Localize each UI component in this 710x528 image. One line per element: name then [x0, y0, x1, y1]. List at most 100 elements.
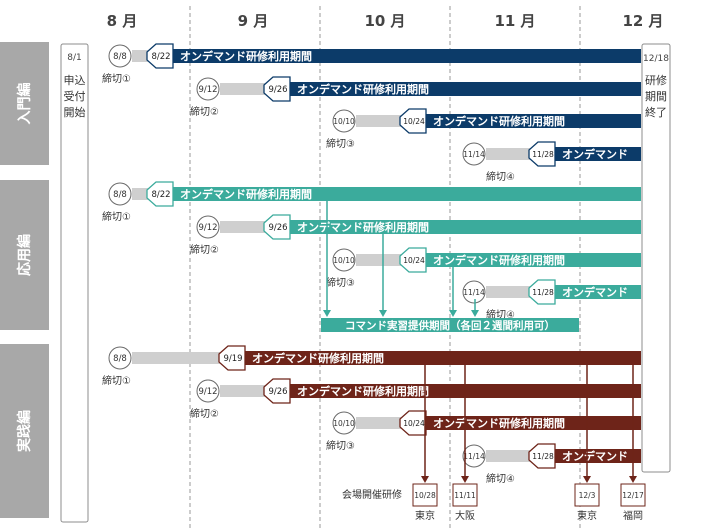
start-date: 8/8	[113, 190, 127, 200]
venue-date: 11/11	[454, 491, 476, 500]
section-label-0: 入門編	[0, 42, 49, 165]
section-band	[0, 344, 49, 518]
waiting-period-bar	[132, 188, 149, 200]
waiting-period-bar	[220, 221, 266, 233]
command-arrowhead-1	[379, 310, 387, 317]
application-start-marker	[462, 444, 486, 468]
venue-city: 東京	[415, 509, 435, 522]
study-period-label: オンデマンド研修利用期間	[433, 416, 565, 430]
section-band	[0, 42, 49, 165]
study-start-date: 10/24	[403, 117, 425, 126]
application-start-marker	[108, 182, 132, 206]
deadline-label: 締切③	[326, 137, 355, 150]
section-title: 実践編	[16, 410, 33, 452]
study-period-label: オンデマンド研修利用期間	[252, 351, 384, 365]
study-start-marker	[218, 345, 246, 371]
study-period-label: オンデマンド研修利用期間	[433, 114, 565, 128]
month-header-10: 10 月	[364, 12, 405, 30]
start-date: 9/12	[198, 85, 217, 95]
study-start-marker	[399, 247, 427, 273]
venue-date-box	[574, 483, 600, 507]
study-period-bar	[160, 49, 641, 63]
waiting-period-bar	[486, 450, 531, 462]
study-period-label: オンデマンド研修利用期間	[297, 220, 429, 234]
waiting-period-bar	[486, 286, 531, 298]
month-header-9: 9 月	[238, 12, 269, 30]
study-period-label: オンデマンド研修利用期間	[433, 253, 565, 267]
study-start-date: 9/19	[223, 354, 242, 364]
command-arrowhead-0	[323, 310, 331, 317]
venue-city: 大阪	[455, 509, 475, 522]
deadline-label: 締切②	[190, 243, 219, 256]
start-date: 10/10	[333, 256, 355, 265]
venue-city: 東京	[577, 509, 597, 522]
venue-date-box	[452, 483, 478, 507]
venue-arrowhead-3	[629, 476, 637, 483]
study-period-bar	[413, 253, 641, 267]
start-date: 11/14	[463, 452, 485, 461]
study-period-label: オンデマンド研修利用期間	[180, 49, 312, 63]
command-arrowhead-3	[471, 310, 479, 317]
study-period-bar	[277, 82, 641, 96]
application-start-marker	[462, 142, 486, 166]
application-start-marker	[108, 346, 132, 370]
waiting-period-bar	[356, 115, 402, 127]
deadline-label: 締切②	[190, 407, 219, 420]
start-date: 8/8	[113, 52, 127, 62]
study-period-bar	[413, 114, 641, 128]
command-arrowhead-2	[449, 310, 457, 317]
waiting-period-bar	[356, 254, 402, 266]
training-end-panel	[641, 43, 671, 473]
study-period-label: オンデマンド	[562, 285, 628, 299]
training-end-date: 12/18	[643, 54, 669, 64]
venue-date: 12/3	[579, 491, 596, 500]
application-start-marker	[196, 77, 220, 101]
section-title: 入門編	[16, 83, 33, 125]
application-start-marker	[108, 44, 132, 68]
deadline-label: 締切④	[486, 308, 515, 321]
start-date: 10/10	[333, 117, 355, 126]
waiting-period-bar	[356, 417, 402, 429]
study-start-date: 10/24	[403, 256, 425, 265]
study-period-bar	[277, 220, 641, 234]
application-start-marker	[332, 248, 356, 272]
waiting-period-bar	[220, 385, 266, 397]
waiting-period-bar	[220, 83, 266, 95]
start-date: 11/14	[463, 150, 485, 159]
study-period-bar	[413, 416, 641, 430]
deadline-label: 締切③	[326, 276, 355, 289]
study-start-marker	[399, 410, 427, 436]
month-header-8: 8 月	[107, 12, 138, 30]
month-header-12: 12 月	[622, 12, 663, 30]
application-start-text: 受付	[64, 90, 86, 103]
study-start-date: 11/28	[532, 452, 554, 461]
application-start-text: 申込	[64, 74, 86, 87]
study-start-marker	[263, 214, 291, 240]
study-period-bar	[160, 187, 641, 201]
study-period-bar	[542, 285, 641, 299]
section-label-2: 実践編	[0, 344, 49, 518]
venue-date-box	[412, 483, 438, 507]
deadline-label: 締切④	[486, 170, 515, 183]
command-practice-label: コマンド実習提供期間（各回２週間利用可）	[345, 319, 555, 332]
study-start-marker	[528, 141, 556, 167]
start-date: 9/12	[198, 223, 217, 233]
training-end-text: 期間	[645, 90, 667, 103]
waiting-period-bar	[132, 352, 221, 364]
study-start-date: 9/26	[268, 223, 287, 233]
study-start-date: 10/24	[403, 419, 425, 428]
study-period-bar	[277, 384, 641, 398]
venue-date-box	[620, 483, 646, 507]
study-start-date: 8/22	[151, 52, 170, 62]
study-start-marker	[263, 378, 291, 404]
deadline-label: 締切①	[102, 72, 131, 85]
